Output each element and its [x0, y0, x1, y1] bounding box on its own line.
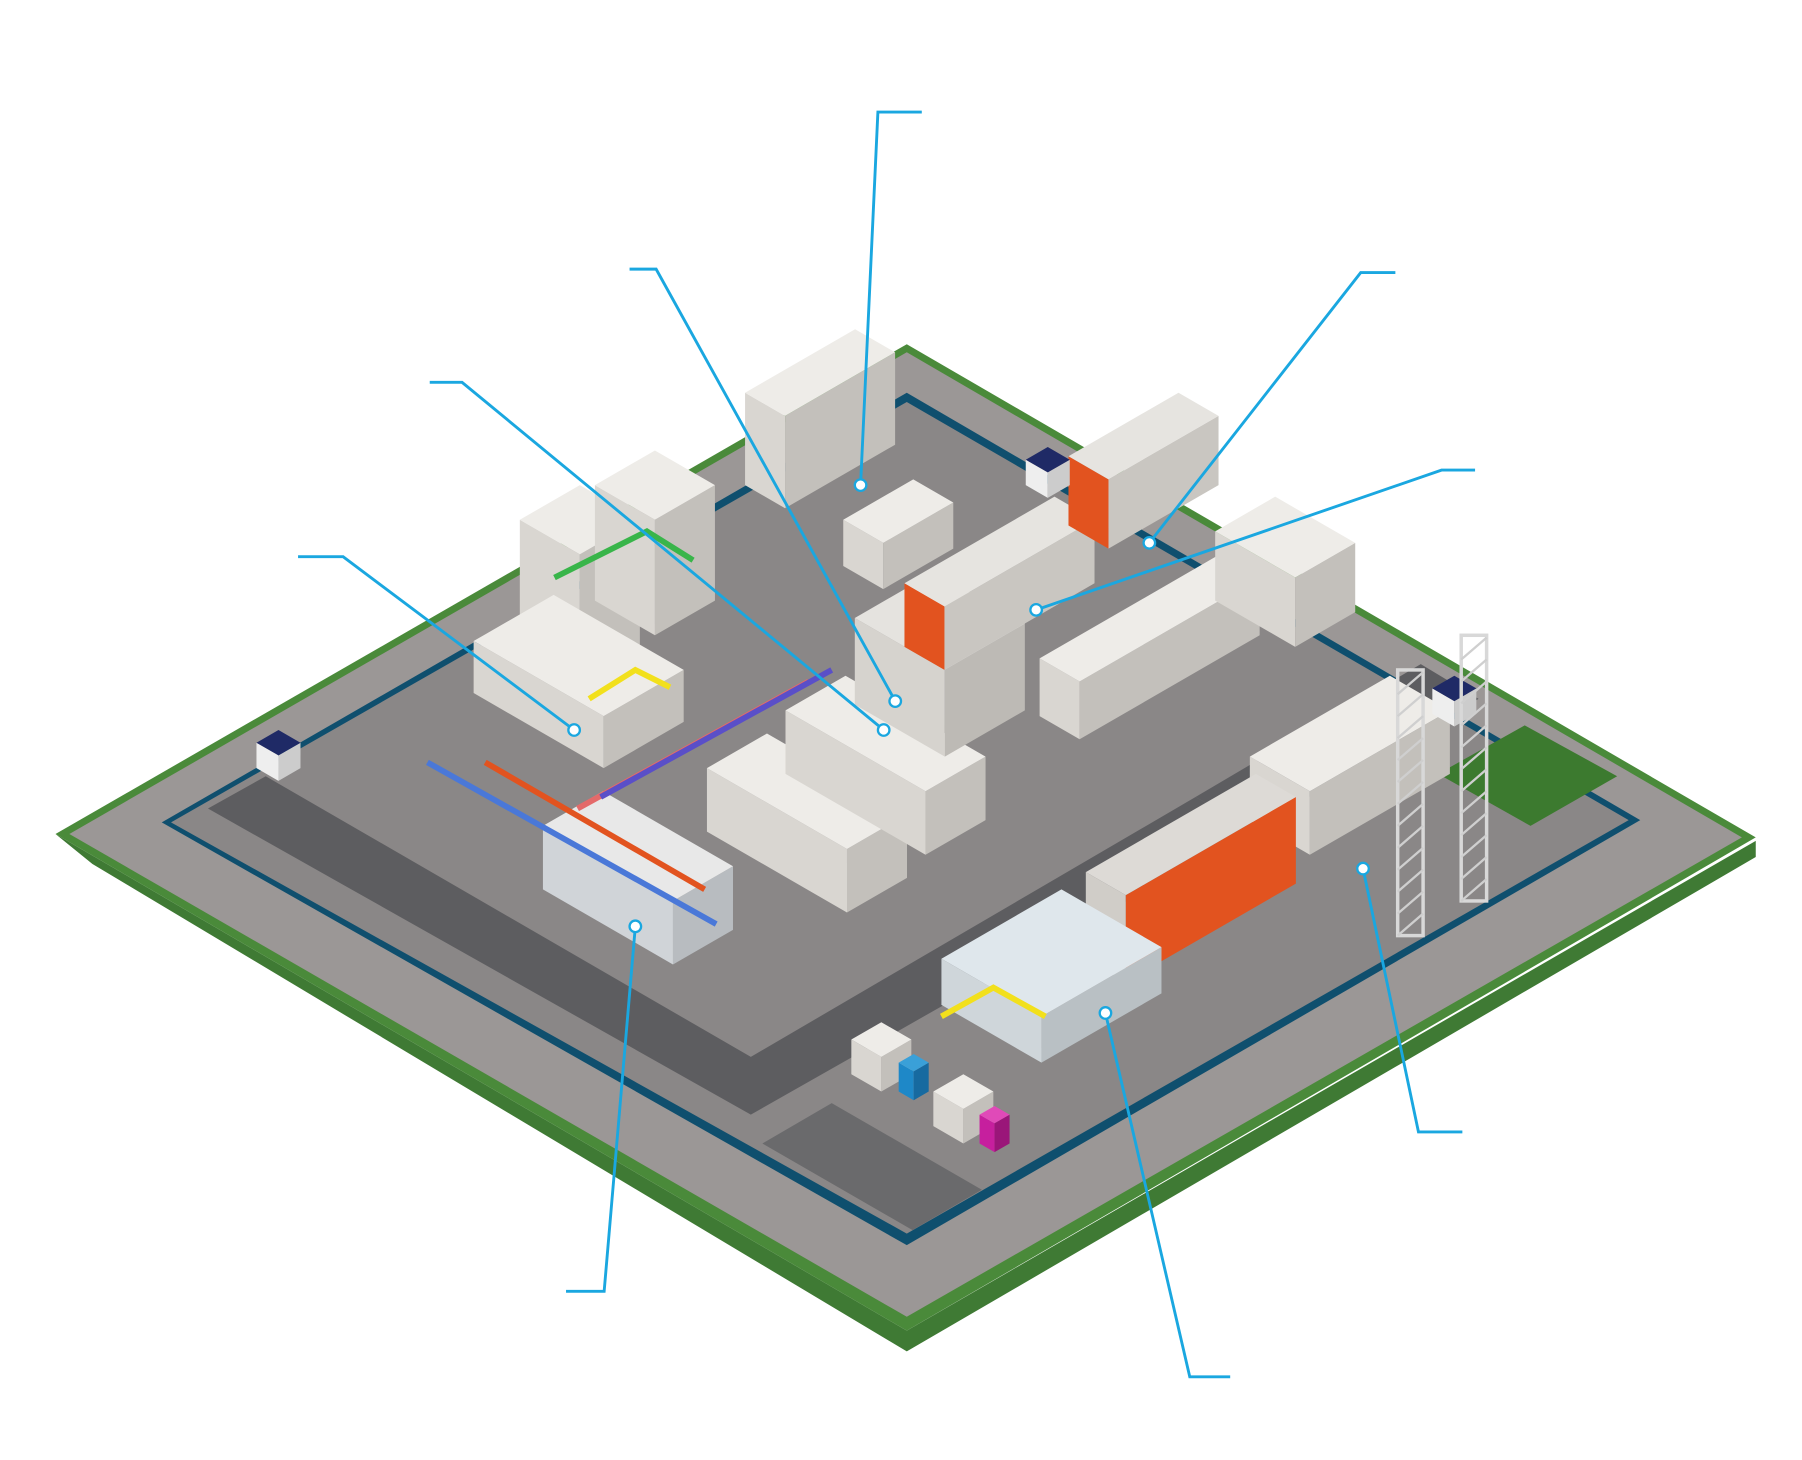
- callout-c9: [1098, 1006, 1231, 1379]
- guard-house-east: [1432, 675, 1477, 727]
- callout-c5: [1142, 271, 1396, 550]
- chiller-unit-1: [851, 1022, 912, 1092]
- callout-dot[interactable]: [1142, 535, 1157, 550]
- callout-c3: [429, 380, 891, 737]
- orange-skid-2: [1068, 392, 1219, 549]
- pipe-blue: [426, 759, 718, 927]
- callout-dot[interactable]: [1098, 1006, 1113, 1020]
- callout-dot[interactable]: [888, 694, 903, 709]
- cooling-tower-2: [594, 450, 715, 636]
- callout-leader-line: [1104, 1012, 1231, 1379]
- membrane-hall: [941, 889, 1162, 1063]
- callout-c2: [629, 267, 903, 709]
- magenta-tank: [979, 1105, 1010, 1153]
- lattice-tower-1: [1395, 668, 1425, 938]
- callout-leader-line: [429, 380, 885, 732]
- guard-house-north: [1025, 447, 1070, 498]
- guard-house-west: [256, 730, 301, 781]
- blue-tank: [898, 1053, 929, 1101]
- callout-leader-line: [1148, 271, 1396, 544]
- callout-dot[interactable]: [876, 723, 891, 737]
- callout-c4: [298, 555, 582, 737]
- callout-leader-line: [298, 555, 575, 732]
- callout-leader-line: [859, 110, 922, 486]
- pipe-yellow: [587, 666, 672, 702]
- callout-dot[interactable]: [1029, 602, 1044, 617]
- pipe-purple: [599, 667, 834, 800]
- callout-dot[interactable]: [1356, 861, 1370, 876]
- callout-c8: [1356, 861, 1463, 1134]
- pipe-yellow-2: [940, 984, 1047, 1019]
- control-building: [745, 329, 896, 509]
- pipe-green: [553, 528, 695, 581]
- container-south-1: [706, 733, 908, 913]
- buildings: [256, 329, 1489, 1153]
- callout-c7: [566, 919, 643, 1293]
- callout-leader-line: [629, 267, 897, 702]
- pipe-orange: [483, 759, 707, 892]
- callout-leader-line: [1361, 868, 1463, 1134]
- lattice-tower-2: [1459, 633, 1489, 903]
- orange-skid-1: [904, 496, 1095, 670]
- chiller-unit-2: [933, 1074, 994, 1144]
- callout-c6: [1029, 468, 1476, 617]
- callout-leader-line: [566, 926, 637, 1293]
- container-north: [843, 479, 954, 590]
- parking-area: [762, 1103, 982, 1231]
- callout-dot[interactable]: [628, 919, 643, 934]
- callout-dot[interactable]: [567, 723, 582, 737]
- callouts: [298, 110, 1476, 1379]
- container-east-1: [1039, 554, 1260, 740]
- callout-dot[interactable]: [853, 478, 868, 493]
- callout-leader-line: [1035, 468, 1476, 612]
- callout-c1: [853, 110, 922, 493]
